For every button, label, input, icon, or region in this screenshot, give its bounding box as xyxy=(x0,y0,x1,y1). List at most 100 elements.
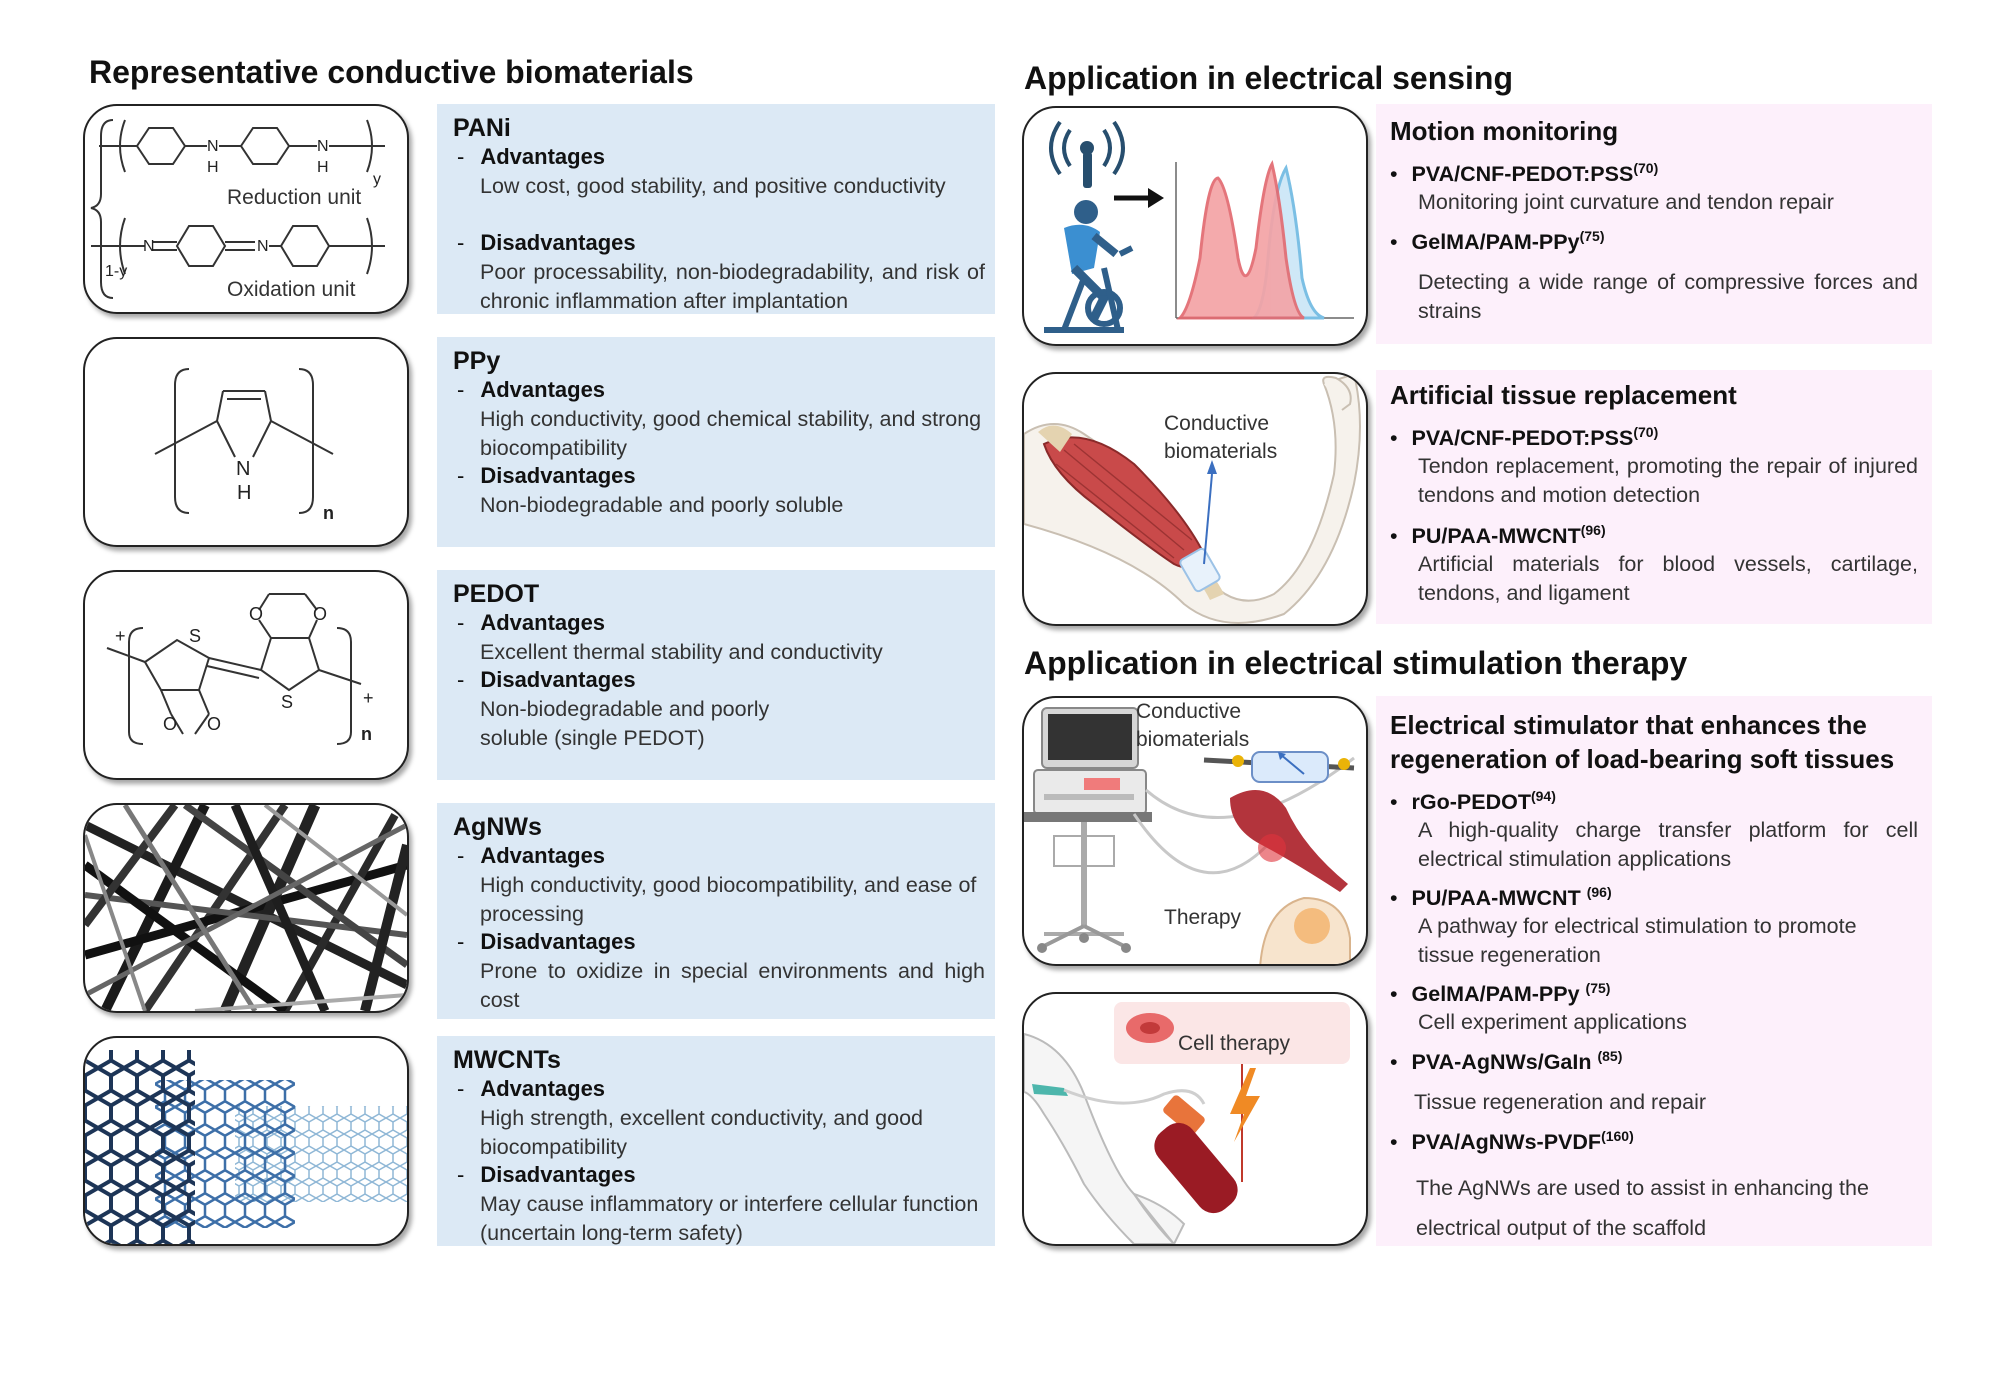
advantages-text: Excellent thermal stability and conducti… xyxy=(480,640,883,664)
stim-item-name: •PVA/AgNWs-PVDF(160) xyxy=(1390,1128,1634,1155)
stim-item-name: •PVA-AgNWs/GaIn (85) xyxy=(1390,1048,1623,1075)
pani-n1-label: N xyxy=(207,138,219,155)
material-name: PANi xyxy=(453,114,511,142)
mwcnt-tube-image xyxy=(83,1036,409,1246)
disadvantages-text: Non-biodegradable and poorly soluble (si… xyxy=(480,697,770,750)
material-name: AgNWs xyxy=(453,813,542,841)
motion-monitoring-svg xyxy=(1044,120,1354,333)
sensing-section-title: Application in electrical sensing xyxy=(1024,60,1514,96)
motion-monitoring-panel: Motion monitoring •PVA/CNF-PEDOT:PSS(70)… xyxy=(1376,104,1932,344)
arm-tendon-image: Conductive biomaterials xyxy=(1022,372,1368,626)
disadvantages-text: Non-biodegradable and poorly soluble xyxy=(480,493,844,517)
tissue-item-name: •PU/PAA-MWCNT(96) xyxy=(1390,522,1606,549)
ppy-n-label: N xyxy=(236,458,250,480)
ppy-structure-image: N H n xyxy=(83,337,409,547)
pani-h1-label: H xyxy=(207,159,219,176)
disadvantages-text: Poor processability, non-biodegradabilit… xyxy=(480,260,985,313)
cell-therapy-image: Cell therapy xyxy=(1022,992,1368,1246)
advantages-text: High strength, excellent conductivity, a… xyxy=(480,1106,924,1159)
disadvantages-text: May cause inflammatory or interfere cell… xyxy=(480,1192,979,1245)
signal-peaks-graph xyxy=(1175,159,1354,320)
advantages-label: -Advantages xyxy=(457,377,606,402)
mwcnts-info-panel: MWCNTs -Advantages High strength, excell… xyxy=(437,1036,995,1246)
ppy-structure-svg: N H n xyxy=(154,368,334,523)
advantages-text: High conductivity, good biocompatibility… xyxy=(480,873,977,926)
tissue-item-desc: Tendon replacement, promoting the repair… xyxy=(1418,454,1918,507)
pani-structure-image: N H N H y N N 1-y Reduction unit Oxidati… xyxy=(83,104,409,314)
pani-y-label: y xyxy=(373,171,381,188)
arm-conductive-label: Conductive biomaterials xyxy=(1164,412,1278,463)
pedot-plus2-label: + xyxy=(363,688,374,708)
stim-item-desc: A pathway for electrical stimulation to … xyxy=(1418,914,1857,967)
therapy-label: Therapy xyxy=(1164,906,1242,929)
cell-therapy-svg xyxy=(1024,1002,1350,1244)
pani-1y-label: 1-y xyxy=(105,263,127,280)
ppy-info-panel: PPy -Advantages High conductivity, good … xyxy=(437,337,995,547)
advantages-label: -Advantages xyxy=(457,843,606,868)
pani-h2-label: H xyxy=(317,159,329,176)
agnws-info-panel: AgNWs -Advantages High conductivity, goo… xyxy=(437,803,995,1019)
oxidation-unit-label: Oxidation unit xyxy=(227,278,356,301)
stim-conductive-label: Conductive biomaterials xyxy=(1136,700,1250,751)
wireless-signal-icon xyxy=(1049,120,1125,176)
electrical-stimulator-svg xyxy=(1024,707,1355,964)
pedot-structure-svg: + S S O O O O + n xyxy=(106,593,374,745)
advantages-label: -Advantages xyxy=(457,610,606,635)
motion-item-name: •GelMA/PAM-PPy(75) xyxy=(1390,228,1605,255)
pedot-o1-label: O xyxy=(163,714,177,734)
stim-item-name: •rGo-PEDOT(94) xyxy=(1390,788,1556,815)
stim-item-desc: The AgNWs are used to assist in enhancin… xyxy=(1416,1176,1869,1240)
material-name: PPy xyxy=(453,347,501,375)
advantages-label: -Advantages xyxy=(457,1076,606,1101)
reduction-unit-label: Reduction unit xyxy=(227,186,361,209)
stim-section-title: Application in electrical stimulation th… xyxy=(1024,645,1688,681)
stim-item-desc: A high-quality charge transfer platform … xyxy=(1418,818,1918,871)
stim-item-desc: Tissue regeneration and repair xyxy=(1414,1090,1707,1114)
motion-item-desc: Monitoring joint curvature and tendon re… xyxy=(1418,190,1834,214)
tissue-item-desc: Artificial materials for blood vessels, … xyxy=(1418,552,1918,605)
pani-info-panel: PANi -Advantages Low cost, good stabilit… xyxy=(437,104,995,314)
pedot-o2-label: O xyxy=(207,714,221,734)
electrical-stimulator-image: Conductive biomaterials Therapy xyxy=(1022,696,1368,966)
electrical-stimulator-panel: Electrical stimulator that enhances the … xyxy=(1376,696,1932,1246)
disadvantages-label: -Disadvantages xyxy=(457,667,636,692)
pani-n2-label: N xyxy=(317,138,329,155)
pedot-s2-label: S xyxy=(281,692,293,712)
material-name: MWCNTs xyxy=(453,1046,561,1074)
tissue-replacement-panel: Artificial tissue replacement •PVA/CNF-P… xyxy=(1376,370,1932,624)
disadvantages-text: Prone to oxidize in special environments… xyxy=(480,959,985,1012)
pedot-o4-label: O xyxy=(313,604,327,624)
motion-item-name: •PVA/CNF-PEDOT:PSS(70) xyxy=(1390,160,1659,187)
pani-n4-label: N xyxy=(257,238,269,255)
motion-monitoring-image xyxy=(1022,106,1368,346)
tissue-replacement-heading: Artificial tissue replacement xyxy=(1390,380,1737,410)
agnws-network-image xyxy=(83,803,409,1013)
pani-n3-label: N xyxy=(143,238,155,255)
pedot-o3-label: O xyxy=(249,604,263,624)
stim-item-name: •GelMA/PAM-PPy (75) xyxy=(1390,980,1611,1007)
tissue-item-name: •PVA/CNF-PEDOT:PSS(70) xyxy=(1390,424,1659,451)
pedot-info-panel: PEDOT -Advantages Excellent thermal stab… xyxy=(437,570,995,780)
advantages-label: -Advantages xyxy=(457,144,606,169)
cell-therapy-label: Cell therapy xyxy=(1178,1032,1291,1055)
disadvantages-label: -Disadvantages xyxy=(457,230,636,255)
pedot-s1-label: S xyxy=(189,626,201,646)
disadvantages-label: -Disadvantages xyxy=(457,1162,636,1187)
advantages-text: High conductivity, good chemical stabili… xyxy=(480,407,982,460)
motion-item-desc: Detecting a wide range of compressive fo… xyxy=(1418,270,1918,323)
pedot-structure-image: + S S O O O O + n xyxy=(83,570,409,780)
advantages-text: Low cost, good stability, and positive c… xyxy=(480,174,946,198)
left-section-title: Representative conductive biomaterials xyxy=(89,54,694,90)
disadvantages-label: -Disadvantages xyxy=(457,929,636,954)
ppy-h-label: H xyxy=(237,482,251,504)
mwcnt-tube-svg xyxy=(85,1050,407,1244)
pedot-plus1-label: + xyxy=(115,626,126,646)
pedot-n-subscript: n xyxy=(361,724,372,744)
pani-structure-svg: N H N H y N N 1-y Reduction unit Oxidati… xyxy=(90,119,385,301)
material-name: PEDOT xyxy=(453,580,540,608)
stimulator-heading: Electrical stimulator that enhances the … xyxy=(1390,710,1895,774)
disadvantages-label: -Disadvantages xyxy=(457,463,636,488)
cyclist-icon xyxy=(1044,200,1134,333)
stim-item-desc: Cell experiment applications xyxy=(1418,1010,1687,1034)
arm-tendon-svg xyxy=(1024,374,1361,624)
